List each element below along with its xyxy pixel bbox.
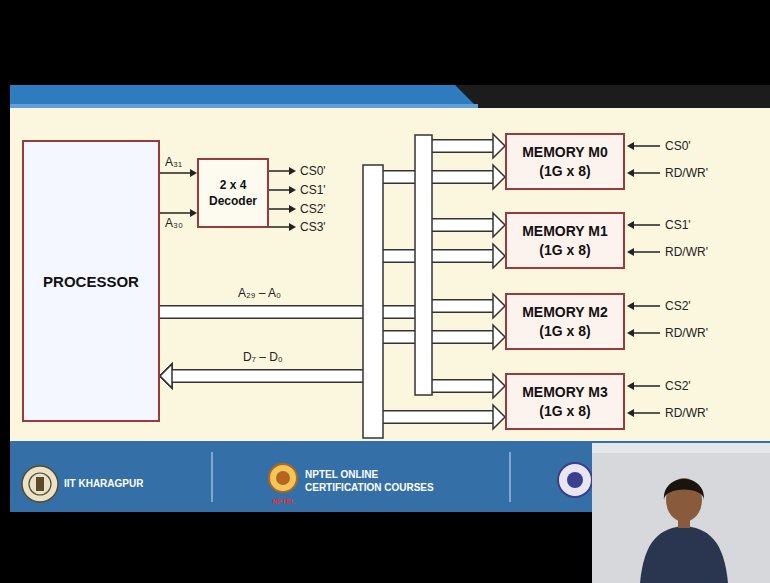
bus-arrow — [160, 165, 505, 388]
bus-arrow — [160, 134, 505, 312]
signal-name: CS0' — [300, 164, 326, 178]
header-dark-band — [10, 85, 770, 108]
slide-ground — [10, 108, 770, 441]
signal-name: A₃₀ — [165, 216, 183, 230]
signal-name: RD/WR' — [665, 245, 708, 259]
bus-arrow — [160, 244, 505, 388]
bus-arrow — [160, 312, 505, 398]
node-text: MEMORY M1 — [522, 222, 608, 240]
node-text: PROCESSOR — [43, 273, 139, 290]
node-text: (1G x 8) — [539, 241, 590, 259]
header-blue-band — [10, 85, 478, 108]
processor-box: PROCESSOR — [22, 140, 160, 422]
node-text: MEMORY M3 — [522, 383, 608, 401]
bus-name: A₂₉ – A₀ — [238, 286, 281, 300]
signal-name: CS3' — [300, 220, 326, 234]
node-text: 2 x 4 Decoder — [199, 177, 267, 209]
memory-box: MEMORY M3(1G x 8) — [505, 373, 625, 430]
memory-box: MEMORY M1(1G x 8) — [505, 212, 625, 269]
signal-name: RD/WR' — [665, 166, 708, 180]
signal-name: RD/WR' — [665, 326, 708, 340]
footer-text: IIT KHARAGPUR — [64, 478, 194, 491]
signal-name: CS2' — [665, 299, 691, 313]
presenter-video — [592, 443, 770, 583]
footer-text: NPTEL ONLINE CERTIFICATION COURSES — [305, 469, 455, 494]
header-stripe — [10, 104, 478, 108]
address-bus-bar — [415, 135, 432, 395]
node-text: MEMORY M2 — [522, 303, 608, 321]
chip-select-arrows — [269, 167, 296, 231]
nptel-logo — [269, 464, 297, 492]
bus-arrow — [160, 364, 505, 429]
institute-logo — [558, 463, 592, 497]
memory-box: MEMORY M0(1G x 8) — [505, 133, 625, 190]
node-text: MEMORY M0 — [522, 143, 608, 161]
iit-logo — [22, 466, 58, 502]
memory-box: MEMORY M2(1G x 8) — [505, 293, 625, 350]
footer-divider — [212, 452, 213, 502]
node-text: (1G x 8) — [539, 322, 590, 340]
signal-name: CS0' — [665, 139, 691, 153]
node-text: (1G x 8) — [539, 162, 590, 180]
footer-divider — [510, 452, 511, 502]
bus-name: D₇ – D₀ — [243, 350, 283, 364]
signal-name: CS2' — [665, 379, 691, 393]
signal-name: RD/WR' — [665, 406, 708, 420]
node-text: (1G x 8) — [539, 402, 590, 420]
signal-name: CS2' — [300, 202, 326, 216]
logo-text: NPTEL — [272, 498, 295, 505]
signal-name: A₃₁ — [165, 155, 182, 169]
signal-name: CS1' — [300, 183, 326, 197]
decoder-box: 2 x 4 Decoder — [197, 158, 269, 228]
control-input-arrows — [627, 142, 660, 417]
address-line — [160, 169, 197, 177]
address-line — [160, 209, 197, 217]
data-bus-bar — [363, 165, 383, 438]
signal-name: CS1' — [665, 218, 691, 232]
